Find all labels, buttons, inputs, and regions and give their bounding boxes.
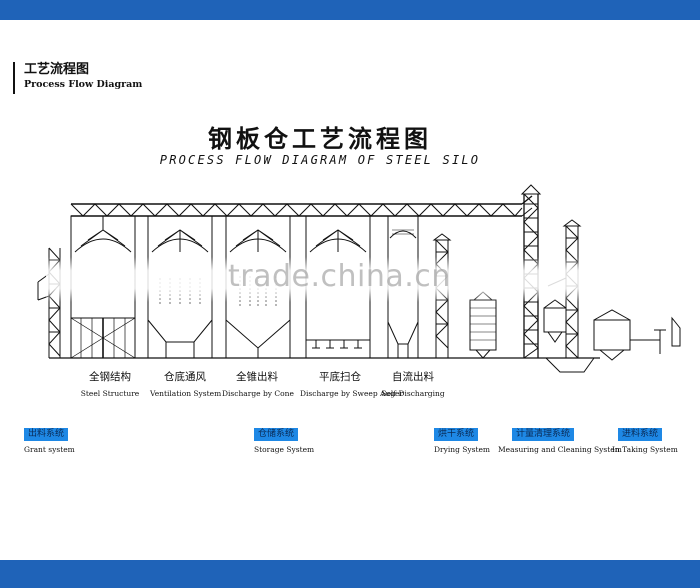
section-header: 工艺流程图 Process Flow Diagram — [13, 62, 142, 94]
system-tag: 出料系统 — [24, 428, 69, 441]
system-measuring-cleaning: 计量清理系统 Measuring and Cleaning System — [498, 421, 622, 456]
system-en: Measuring and Cleaning System — [498, 445, 622, 454]
watermark: trade.china.cn — [228, 259, 451, 294]
component-zh: 仓底通风 — [164, 371, 206, 383]
system-en: Drying System — [434, 445, 491, 454]
component-zh: 自流出料 — [392, 371, 434, 383]
component-zh: 平底扫仓 — [319, 371, 361, 383]
component-en: Ventilation System — [150, 389, 222, 398]
component-en: Discharge by Cone — [222, 389, 294, 398]
component-zh: 全钢结构 — [89, 371, 131, 383]
section-title-zh: 工艺流程图 — [24, 62, 90, 77]
conveyor-gallery-truss — [70, 195, 533, 217]
system-grant: 出料系统 Grant system — [24, 421, 75, 456]
system-en: In Taking System — [612, 445, 678, 454]
component-steel-structure: 全钢结构 Steel Structure — [80, 370, 140, 400]
component-zh: 全锥出料 — [236, 371, 278, 383]
component-ventilation: 仓底通风 Ventilation System — [150, 370, 222, 400]
intake-pit — [593, 309, 681, 361]
component-sweep-auger: 平底扫仓 Discharge by Sweep Auger — [300, 370, 404, 400]
component-en: Self Discharging — [381, 389, 445, 398]
bottom-bar — [0, 560, 700, 588]
system-en: Storage System — [254, 445, 315, 454]
system-drying: 烘干系统 Drying System — [434, 421, 490, 456]
top-bar — [0, 0, 700, 20]
watermark-band — [46, 257, 646, 302]
system-tag: 计量清理系统 — [512, 428, 575, 441]
system-intake: 进料系统 In Taking System — [612, 421, 678, 456]
component-discharge-cone: 全锥出料 Discharge by Cone — [222, 370, 294, 400]
diagram-title-en: PROCESS FLOW DIAGRAM OF STEEL SILO — [159, 153, 481, 167]
system-tag: 烘干系统 — [434, 428, 479, 441]
component-en: Steel Structure — [80, 389, 140, 398]
system-en: Grant system — [24, 445, 75, 454]
cleaner-box — [543, 299, 567, 343]
system-storage: 仓储系统 Storage System — [254, 421, 314, 456]
diagram-title-zh: 钢板仓工艺流程图 — [208, 125, 432, 153]
component-en: Discharge by Sweep Auger — [300, 389, 404, 398]
component-self-discharging: 自流出料 Self Discharging — [380, 370, 446, 400]
section-title-en: Process Flow Diagram — [24, 79, 143, 90]
system-tag: 仓储系统 — [254, 428, 299, 441]
system-tag: 进料系统 — [618, 428, 663, 441]
